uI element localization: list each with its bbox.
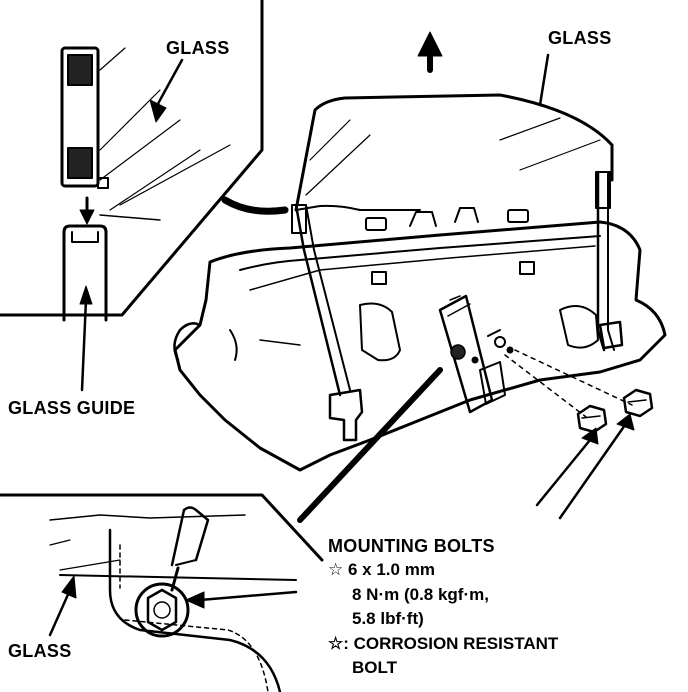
bolt-size-spec: ☆6 x 1.0 mm <box>328 559 435 581</box>
mounting-bolt-2 <box>622 388 654 418</box>
corrosion-note-line2: BOLT <box>352 658 398 677</box>
corrosion-note: ☆: CORROSION RESISTANT <box>328 633 558 655</box>
glass-label-inset-bottom: GLASS <box>8 641 72 661</box>
star-note-prefix: ☆: <box>328 634 354 653</box>
glass-guide-label: GLASS GUIDE <box>8 398 136 418</box>
door-assembly <box>173 31 667 523</box>
glass-guide-inset <box>0 0 264 392</box>
bolt-size: 6 x 1.0 mm <box>348 560 435 579</box>
bolt-detail-inset <box>0 493 324 692</box>
mounting-bolt-1 <box>576 404 608 434</box>
torque-lbf-spec: 5.8 lbf·ft) <box>352 609 424 628</box>
mounting-bolts-label: MOUNTING BOLTS <box>328 536 495 556</box>
corrosion-note-line1: CORROSION RESISTANT <box>353 634 559 653</box>
glass-label-main: GLASS <box>548 28 612 48</box>
glass-label-inset-top: GLASS <box>166 38 230 58</box>
torque-nm-spec: 8 N·m (0.8 kgf·m, <box>352 585 489 604</box>
star-symbol: ☆ <box>328 560 344 579</box>
